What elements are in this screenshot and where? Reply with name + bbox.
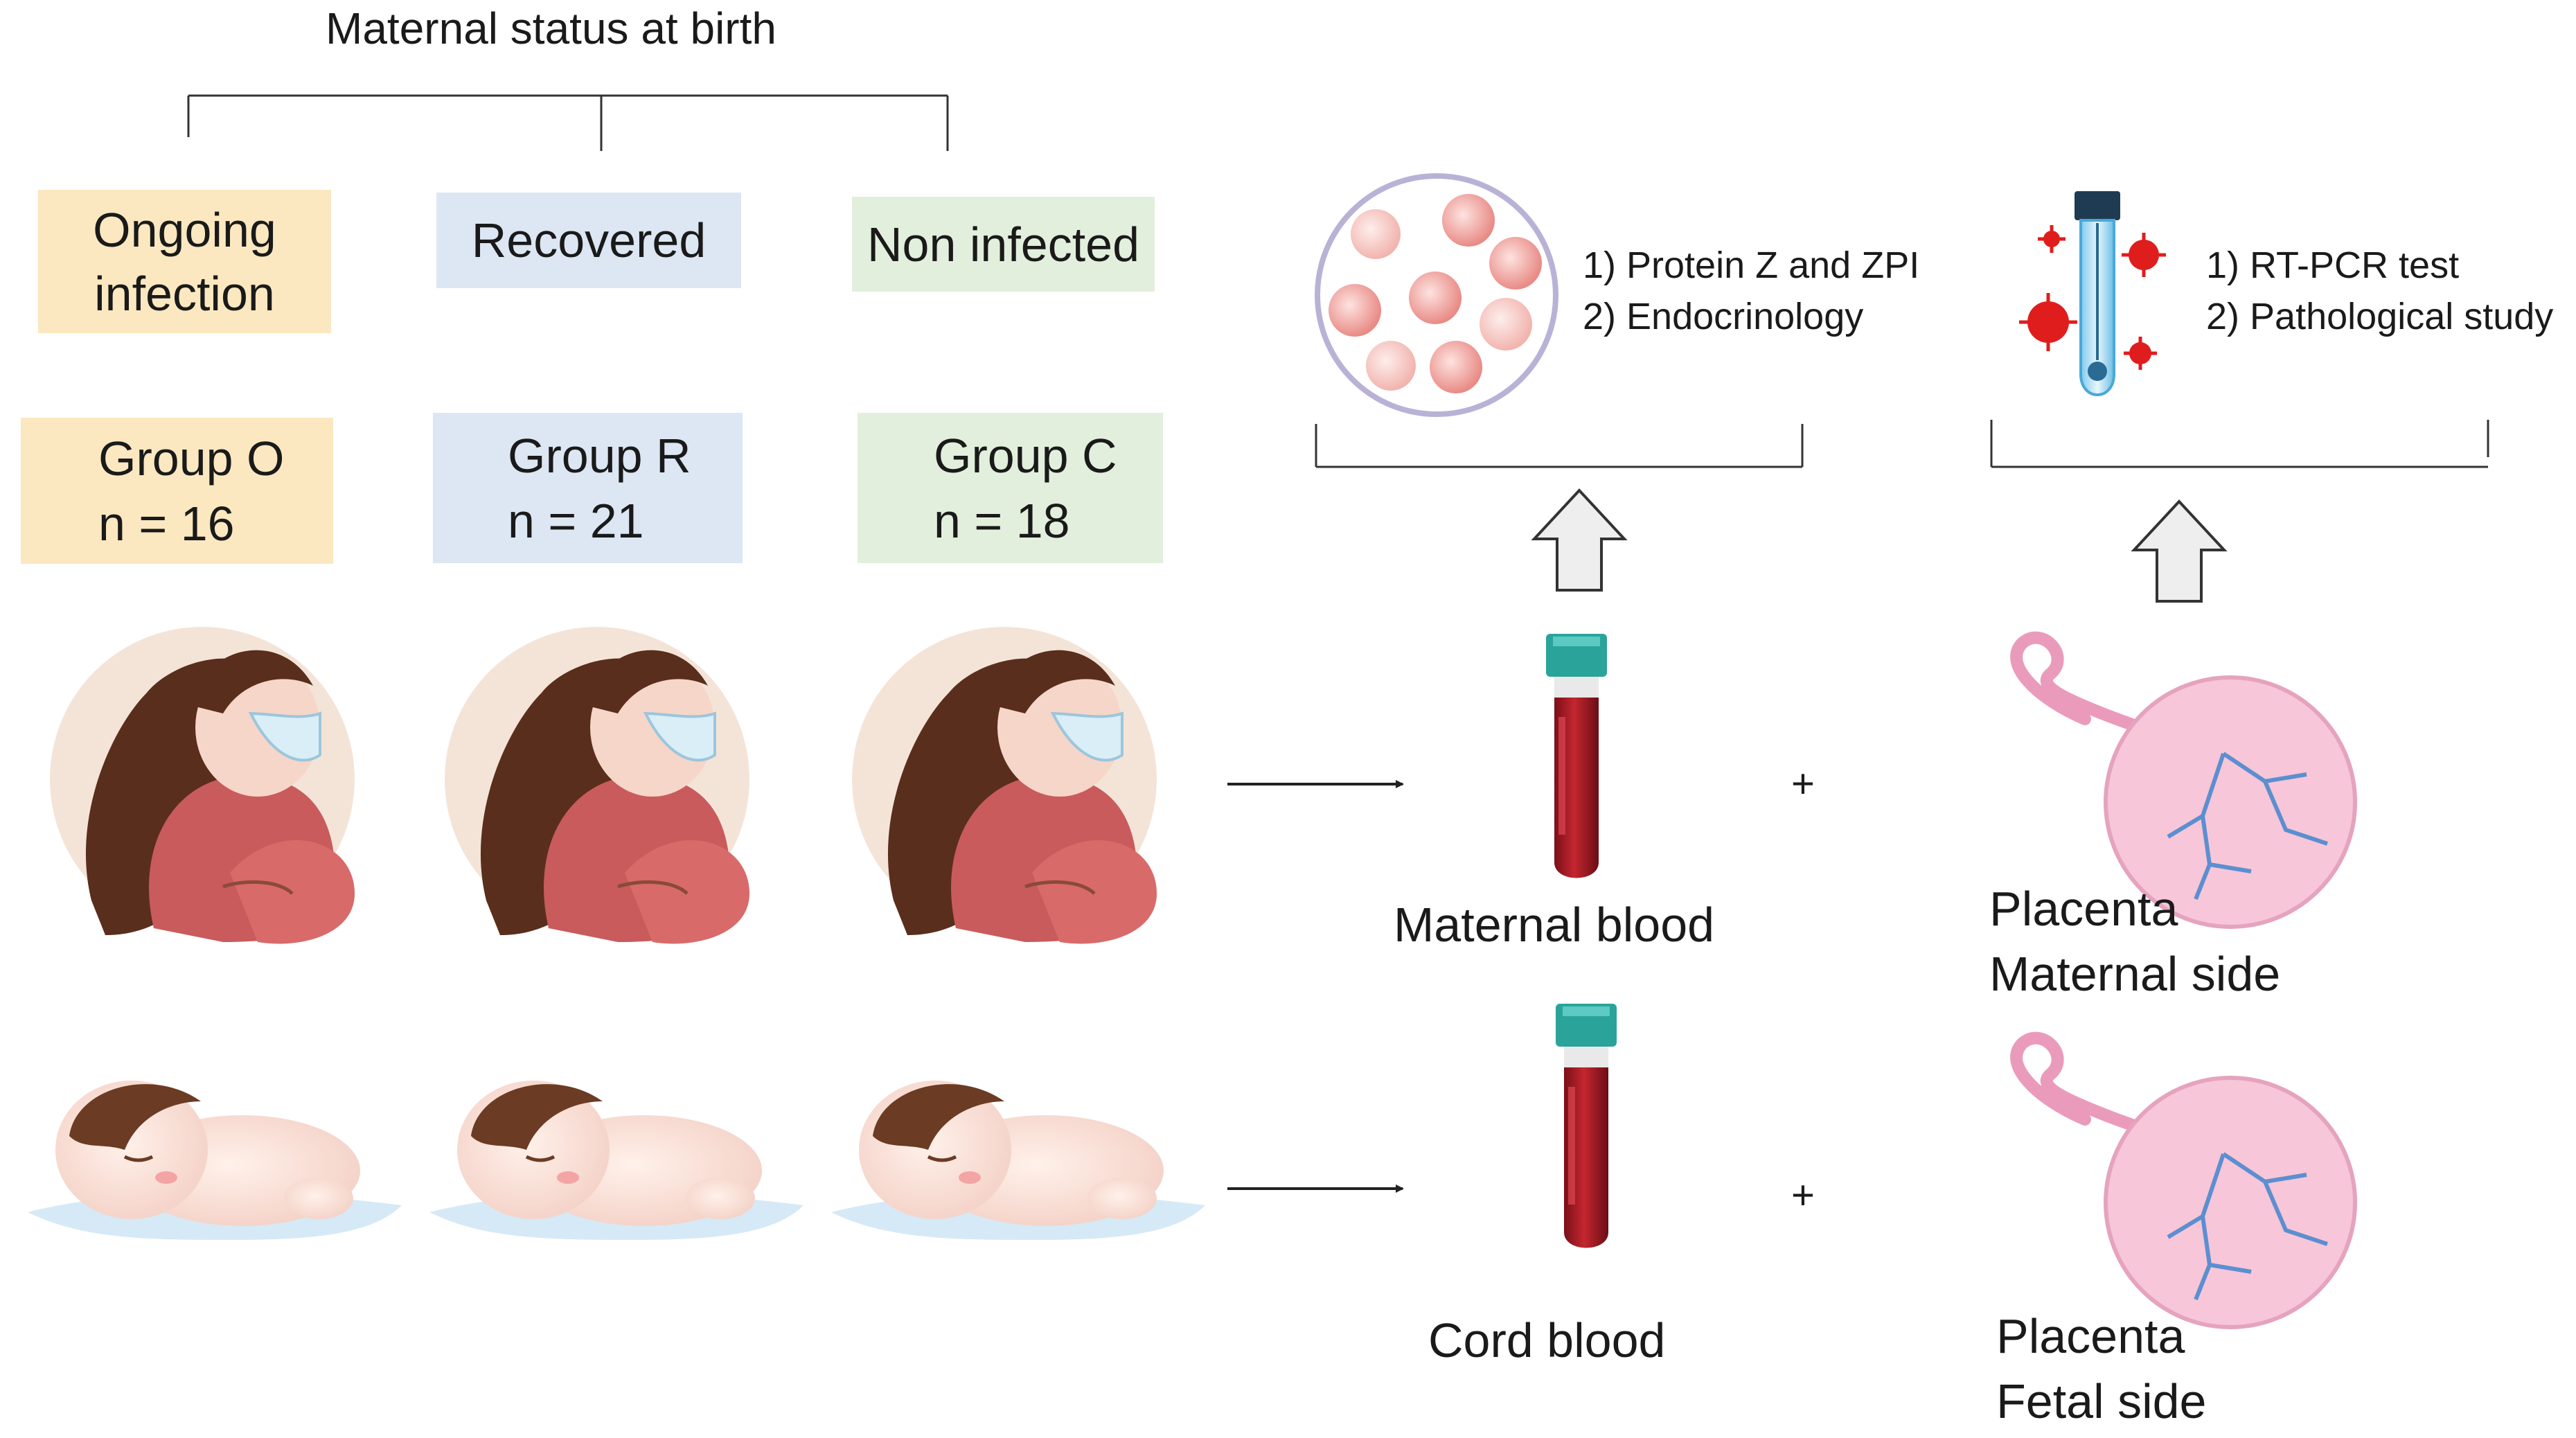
plus-sign: +: [1791, 761, 1815, 806]
placenta-analysis-bracket: [1990, 420, 2489, 468]
category-non-infected: Non infected: [852, 197, 1155, 292]
group-count: n = 16: [98, 496, 235, 551]
placenta-icon: [2010, 631, 2357, 929]
category-ongoing-infection: Ongoing infection: [38, 190, 331, 333]
plus-sign: +: [1791, 1173, 1815, 1218]
blood-cells-icon: [1315, 173, 1558, 417]
group-count: n = 21: [508, 493, 644, 548]
analysis-item: 1) Protein Z and ZPI: [1583, 245, 1920, 286]
placenta-label-line: Maternal side: [1989, 947, 2281, 1001]
sleeping-baby-icon: [429, 1081, 803, 1240]
analysis-item: 2) Endocrinology: [1583, 296, 1864, 337]
category-label-line: infection: [94, 266, 275, 321]
group-name: Group C: [934, 428, 1117, 483]
group-o-box: Group O n = 16: [21, 418, 333, 564]
diagram-title: Maternal status at birth: [326, 3, 776, 53]
analysis-item: 2) Pathological study: [2206, 296, 2554, 337]
status-bracket: [187, 94, 949, 151]
up-arrow-blood: [1531, 488, 1628, 592]
placenta-fetal-label: Placenta Fetal side: [1996, 1304, 2206, 1434]
category-label-line: Non infected: [867, 217, 1140, 272]
blood-analyses-list: 1) Protein Z and ZPI 2) Endocrinology: [1583, 240, 1919, 342]
test-tube-virus-icon: [2019, 191, 2166, 396]
blood-tube-icon: [1556, 1004, 1617, 1248]
placenta-icon: [2016, 1038, 2355, 1327]
blood-analysis-bracket: [1315, 424, 1804, 468]
placenta-label-line: Placenta: [1989, 882, 2178, 936]
maternal-blood-label: Maternal blood: [1394, 898, 1715, 952]
sleeping-baby-icon: [28, 1081, 402, 1240]
category-label-line: Recovered: [471, 213, 707, 267]
group-count: n = 18: [934, 493, 1070, 548]
pregnant-mother-icon: [50, 627, 355, 944]
group-c-box: Group C n = 18: [858, 413, 1163, 563]
placenta-label-line: Fetal side: [1996, 1374, 2207, 1428]
sleeping-baby-icon: [831, 1081, 1205, 1240]
category-recovered: Recovered: [436, 193, 741, 288]
group-name: Group O: [98, 431, 285, 486]
cord-blood-label: Cord blood: [1428, 1313, 1666, 1367]
category-label-line: Ongoing: [93, 202, 276, 257]
pregnant-mother-icon: [852, 627, 1157, 943]
placenta-maternal-label: Placenta Maternal side: [1989, 876, 2280, 1006]
blood-tube-icon: [1546, 634, 1607, 878]
placenta-analyses-list: 1) RT-PCR test 2) Pathological study: [2206, 240, 2553, 342]
analysis-item: 1) RT-PCR test: [2206, 245, 2460, 286]
group-name: Group R: [508, 428, 691, 483]
group-r-box: Group R n = 21: [433, 413, 743, 563]
pregnant-mother-icon: [445, 627, 749, 943]
up-arrow-placenta: [2131, 499, 2228, 603]
placenta-label-line: Placenta: [1996, 1309, 2185, 1363]
